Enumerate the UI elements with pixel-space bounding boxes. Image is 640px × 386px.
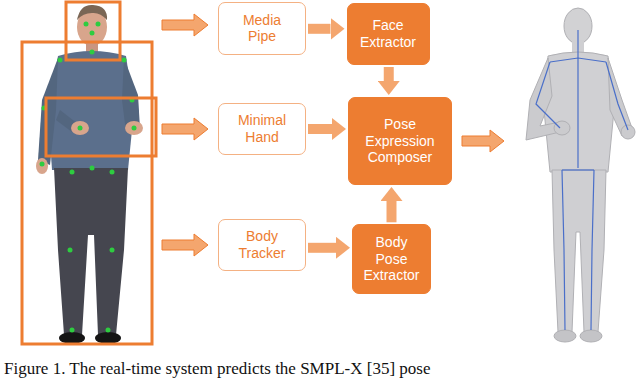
box-label: Media Pipe: [237, 12, 287, 46]
person-photo: [22, 2, 156, 344]
box-label: Pose Expression Composer: [360, 116, 440, 166]
box-label: Body Pose Extractor: [362, 234, 422, 284]
flow-arrow: [308, 243, 336, 253]
flow-arrow: [308, 24, 331, 34]
figure-caption: Figure 1. The real-time system predicts …: [4, 359, 431, 379]
flow-arrow: [387, 201, 397, 222]
process-box: Media Pipe: [218, 2, 306, 55]
process-box: Body Tracker: [218, 219, 306, 272]
flow-arrow: [308, 124, 332, 134]
extractor-box: Body Pose Extractor: [352, 224, 431, 293]
extractor-box: Face Extractor: [347, 3, 430, 65]
mesh-figure: [526, 8, 635, 342]
block-arrow: [162, 14, 504, 256]
box-label: Face Extractor: [356, 17, 420, 51]
composer-box: Pose Expression Composer: [348, 97, 452, 185]
box-label: Body Tracker: [237, 228, 287, 262]
process-box: Minimal Hand: [218, 103, 306, 156]
flow-arrow: [384, 67, 394, 81]
box-label: Minimal Hand: [234, 112, 290, 146]
